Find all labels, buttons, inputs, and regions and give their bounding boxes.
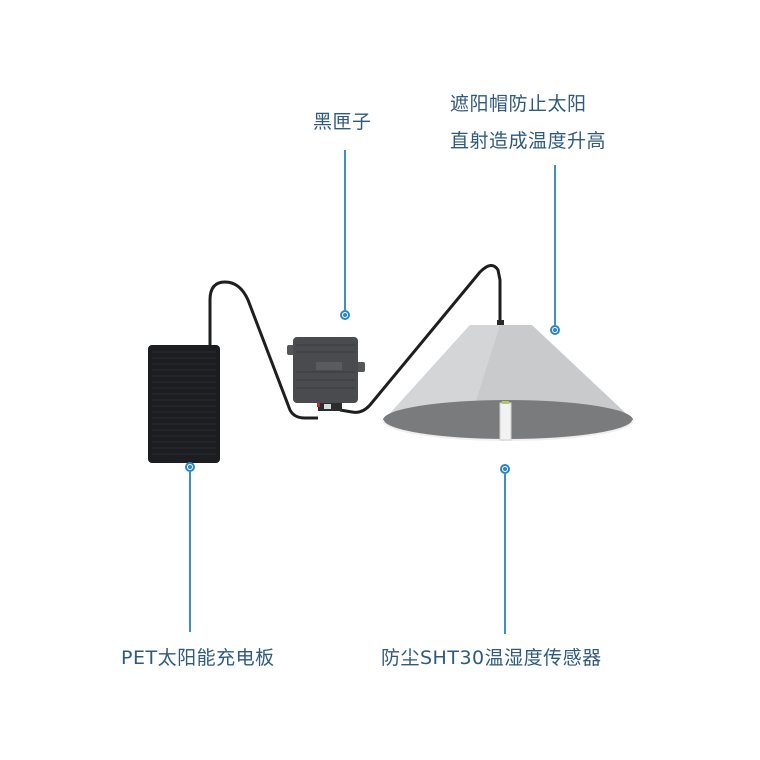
sun-shield-image	[382, 320, 634, 441]
sun-shield-leader-line	[554, 165, 556, 325]
cable-box-to-shade	[339, 264, 502, 414]
black-box-anchor-dot	[340, 310, 350, 320]
solar-panel-anchor-dot	[185, 462, 195, 472]
black-box-image	[287, 337, 365, 411]
solar-panel-image	[148, 345, 220, 463]
sensor-anchor-dot	[500, 464, 510, 474]
sun-shield-label-line1: 遮阳帽防止太阳	[450, 93, 587, 115]
solar-panel-leader-line	[189, 472, 191, 632]
solar-panel-label: PET太阳能充电板	[121, 647, 275, 669]
black-box-label: 黑匣子	[313, 111, 372, 133]
black-box-leader-line	[344, 150, 346, 310]
sun-shield-label-line2: 直射造成温度升高	[450, 130, 607, 152]
sun-shield-anchor-dot	[550, 325, 560, 335]
sensor-leader-line	[504, 474, 506, 634]
cable-panel-to-box	[208, 280, 318, 420]
sensor-label: 防尘SHT30温湿度传感器	[381, 647, 602, 669]
